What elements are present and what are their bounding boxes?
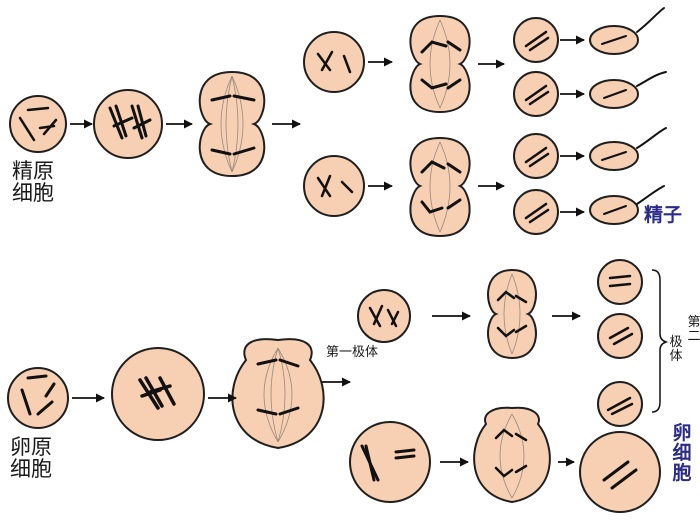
first-polar-body-label: 第一极体 bbox=[326, 345, 379, 360]
polar-body-division bbox=[487, 268, 537, 360]
secondary-oocyte-cell bbox=[349, 421, 431, 503]
spermatogonium-cell bbox=[9, 95, 67, 153]
spermatids bbox=[513, 17, 559, 235]
sperm-label: 精子 bbox=[644, 204, 683, 226]
spermatogonium-label-line1: 精原 bbox=[12, 159, 54, 183]
egg-cell bbox=[579, 431, 661, 513]
sperm-cells bbox=[589, 7, 667, 225]
meiosis-two-anaphase-sperm-top bbox=[409, 14, 471, 114]
primary-spermatocyte-cell bbox=[93, 89, 163, 159]
oogonium-label-line2: 细胞 bbox=[10, 457, 52, 482]
spermatogonium-label-line2: 细胞 bbox=[12, 181, 54, 206]
oogonium-label-line1: 卵原 bbox=[10, 435, 52, 459]
first-polar-body-cell bbox=[357, 289, 411, 343]
meiosis-one-anaphase-sperm bbox=[198, 70, 266, 178]
polar-body-bracket bbox=[651, 269, 669, 413]
meiosis-two-anaphase-sperm-bottom bbox=[409, 136, 471, 238]
meiosis-two-anaphase-oocyte bbox=[473, 406, 551, 504]
second-polar-body-label-col2: 极体 bbox=[669, 335, 683, 364]
secondary-spermatocyte-bottom bbox=[303, 155, 365, 217]
meiosis-one-anaphase-oocyte bbox=[231, 338, 325, 450]
egg-cell-label: 卵细胞 bbox=[672, 422, 692, 484]
secondary-spermatocyte-top bbox=[303, 31, 365, 93]
primary-oocyte-cell bbox=[111, 347, 205, 441]
second-polar-body-label-col1: 第二 bbox=[687, 315, 700, 344]
oogonium-cell bbox=[7, 367, 69, 429]
second-polar-bodies bbox=[597, 259, 643, 427]
